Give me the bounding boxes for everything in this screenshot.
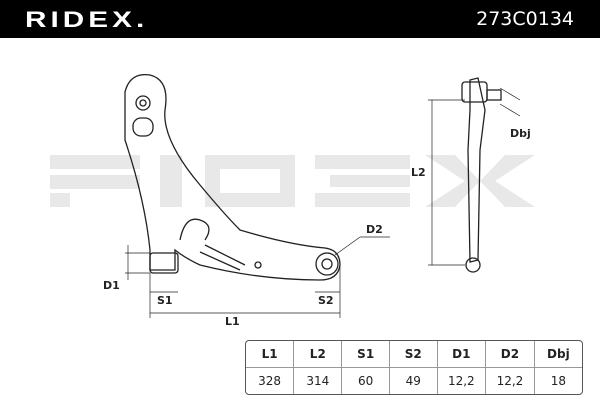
label-d1: D1 — [103, 279, 120, 292]
label-s1: S1 — [157, 294, 173, 307]
label-l2: L2 — [411, 166, 426, 179]
label-l1: L1 — [225, 315, 240, 328]
part-number: 273C0134 — [476, 8, 574, 30]
label-s2: S2 — [318, 294, 334, 307]
table-header-row: L1 L2 S1 S2 D1 D2 Dbj — [246, 341, 582, 368]
label-d2: D2 — [366, 223, 383, 236]
label-dbj: Dbj — [510, 127, 531, 140]
header-cell: L1 — [246, 341, 295, 368]
header-cell: Dbj — [534, 341, 582, 368]
header-cell: D2 — [486, 341, 535, 368]
value-cell: 60 — [342, 368, 390, 394]
header-cell: S2 — [389, 341, 438, 368]
value-cell: 328 — [246, 368, 295, 394]
header-cell: L2 — [294, 341, 343, 368]
value-cell: 12,2 — [438, 368, 487, 394]
arm-outline — [124, 73, 341, 281]
watermark — [50, 155, 535, 207]
table-row: 328 314 60 49 12,2 12,2 18 — [246, 368, 582, 394]
side-view — [467, 77, 486, 263]
brand-logo: RIDEX. — [25, 7, 149, 32]
dimensions-table: L1 L2 S1 S2 D1 D2 Dbj 328 314 60 49 12,2… — [245, 340, 583, 395]
value-cell: 314 — [294, 368, 343, 394]
value-cell: 49 — [390, 368, 438, 394]
header-cell: S1 — [342, 341, 390, 368]
value-cell: 18 — [550, 374, 567, 388]
value-cell: 12,2 — [486, 368, 535, 394]
header-bar: RIDEX. 273C0134 — [0, 0, 600, 38]
header-cell: D1 — [437, 341, 487, 368]
